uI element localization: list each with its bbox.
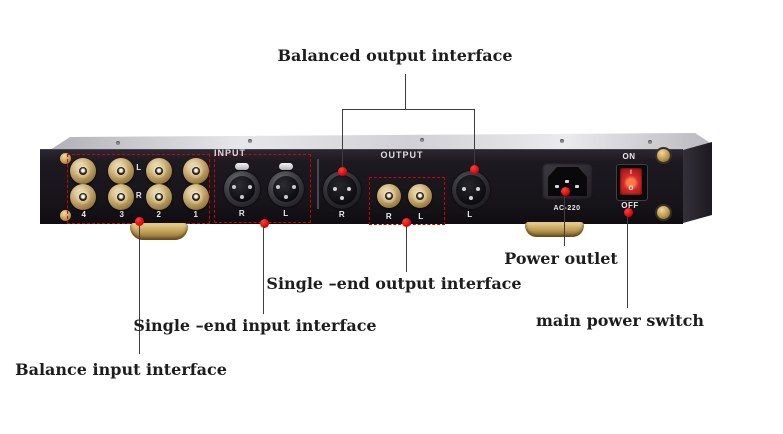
callout-dot-power-outlet (561, 187, 570, 196)
leader-balanced-output-stem (405, 74, 406, 109)
xlr-input-jack-L (268, 171, 304, 207)
top-screw-icon (420, 138, 424, 142)
chassis-foot (525, 222, 584, 237)
callout-dot-xlr-output-r (338, 167, 347, 176)
power-rocker-switch: I O (620, 168, 642, 195)
leader-balanced-output-right (474, 109, 475, 167)
callout-dot-xlr-output-l (470, 165, 479, 174)
rca-input-jack-4L (70, 158, 96, 184)
top-screw-icon (248, 139, 252, 143)
callout-dot-single-end-input (260, 219, 269, 228)
top-screw-icon (560, 139, 564, 143)
panel-screw-icon (60, 153, 71, 164)
top-screw-icon (648, 140, 652, 144)
switch-on-label: ON (622, 152, 636, 161)
xlr-output-label-L: L (467, 210, 473, 219)
channel-label-R: R (135, 191, 143, 200)
section-divider (317, 159, 319, 209)
leader-single-end-input (263, 225, 264, 314)
callout-dot-balance-input (135, 217, 144, 226)
voltage-label: AC-220 (553, 205, 581, 212)
rca-output-jack-R (377, 184, 401, 208)
callout-dot-main-power-switch (624, 208, 633, 217)
label-main-power-switch: main power switch (535, 311, 705, 330)
label-balance-input: Balance input interface (15, 360, 227, 379)
xlr-output-jack-R (323, 171, 361, 209)
callout-dot-single-end-output (402, 218, 411, 227)
chassis-foot (130, 223, 188, 240)
rca-input-jack-2L (146, 158, 172, 184)
leader-balanced-output-bar (342, 109, 474, 110)
rca-input-jack-2R (146, 184, 172, 210)
leader-main-power-switch (627, 214, 628, 308)
xlr-pin-holes-icon (284, 195, 288, 199)
rca-input-jack-1L (183, 158, 209, 184)
rca-output-label-L: L (418, 212, 424, 221)
leader-power-outlet (564, 194, 565, 246)
label-single-end-input: Single –end input interface (133, 316, 377, 335)
xlr-input-label-L: L (283, 209, 289, 218)
xlr-output-label-R: R (338, 210, 346, 219)
xlr-latch-icon (279, 163, 293, 170)
input-number-3: 3 (119, 210, 125, 219)
leader-balanced-output-left (342, 109, 343, 169)
rca-input-jack-3L (108, 158, 134, 184)
channel-label-L: L (136, 163, 142, 172)
label-power-outlet: Power outlet (504, 249, 618, 268)
top-screw-icon (116, 141, 120, 145)
inlet-pin-icon (575, 185, 579, 188)
input-number-4: 4 (81, 210, 87, 219)
chassis-top-surface (50, 133, 712, 150)
switch-off-label: OFF (621, 201, 639, 210)
rca-output-label-R: R (385, 212, 393, 221)
xlr-input-jack-R (224, 171, 260, 207)
panel-screw-icon (60, 210, 71, 221)
input-section-label: INPUT (214, 148, 246, 158)
thumbscrew-icon (657, 149, 670, 162)
xlr-latch-icon (235, 163, 249, 170)
rca-input-jack-3R (108, 184, 134, 210)
output-section-label: OUTPUT (380, 150, 424, 160)
xlr-pins-icon (340, 196, 344, 200)
leader-single-end-output (406, 224, 407, 272)
leader-balance-input (139, 224, 140, 354)
rocker-off-mark: O (628, 186, 634, 192)
inlet-pin-icon (555, 185, 559, 188)
rca-input-jack-4R (70, 184, 96, 210)
input-number-2: 2 (156, 210, 162, 219)
xlr-pin-holes-icon (240, 195, 244, 199)
xlr-output-jack-L (452, 171, 490, 209)
xlr-input-label-R: R (238, 209, 246, 218)
rca-output-jack-L (408, 184, 432, 208)
chassis-right-side (683, 142, 712, 223)
xlr-pins-icon (469, 196, 473, 200)
input-number-1: 1 (193, 210, 199, 219)
label-single-end-output: Single –end output interface (266, 274, 522, 293)
label-balanced-output: Balanced output interface (277, 46, 513, 65)
inlet-pin-icon (565, 180, 569, 183)
rocker-on-mark: I (630, 170, 632, 176)
rca-input-jack-1R (183, 184, 209, 210)
thumbscrew-icon (657, 206, 670, 219)
